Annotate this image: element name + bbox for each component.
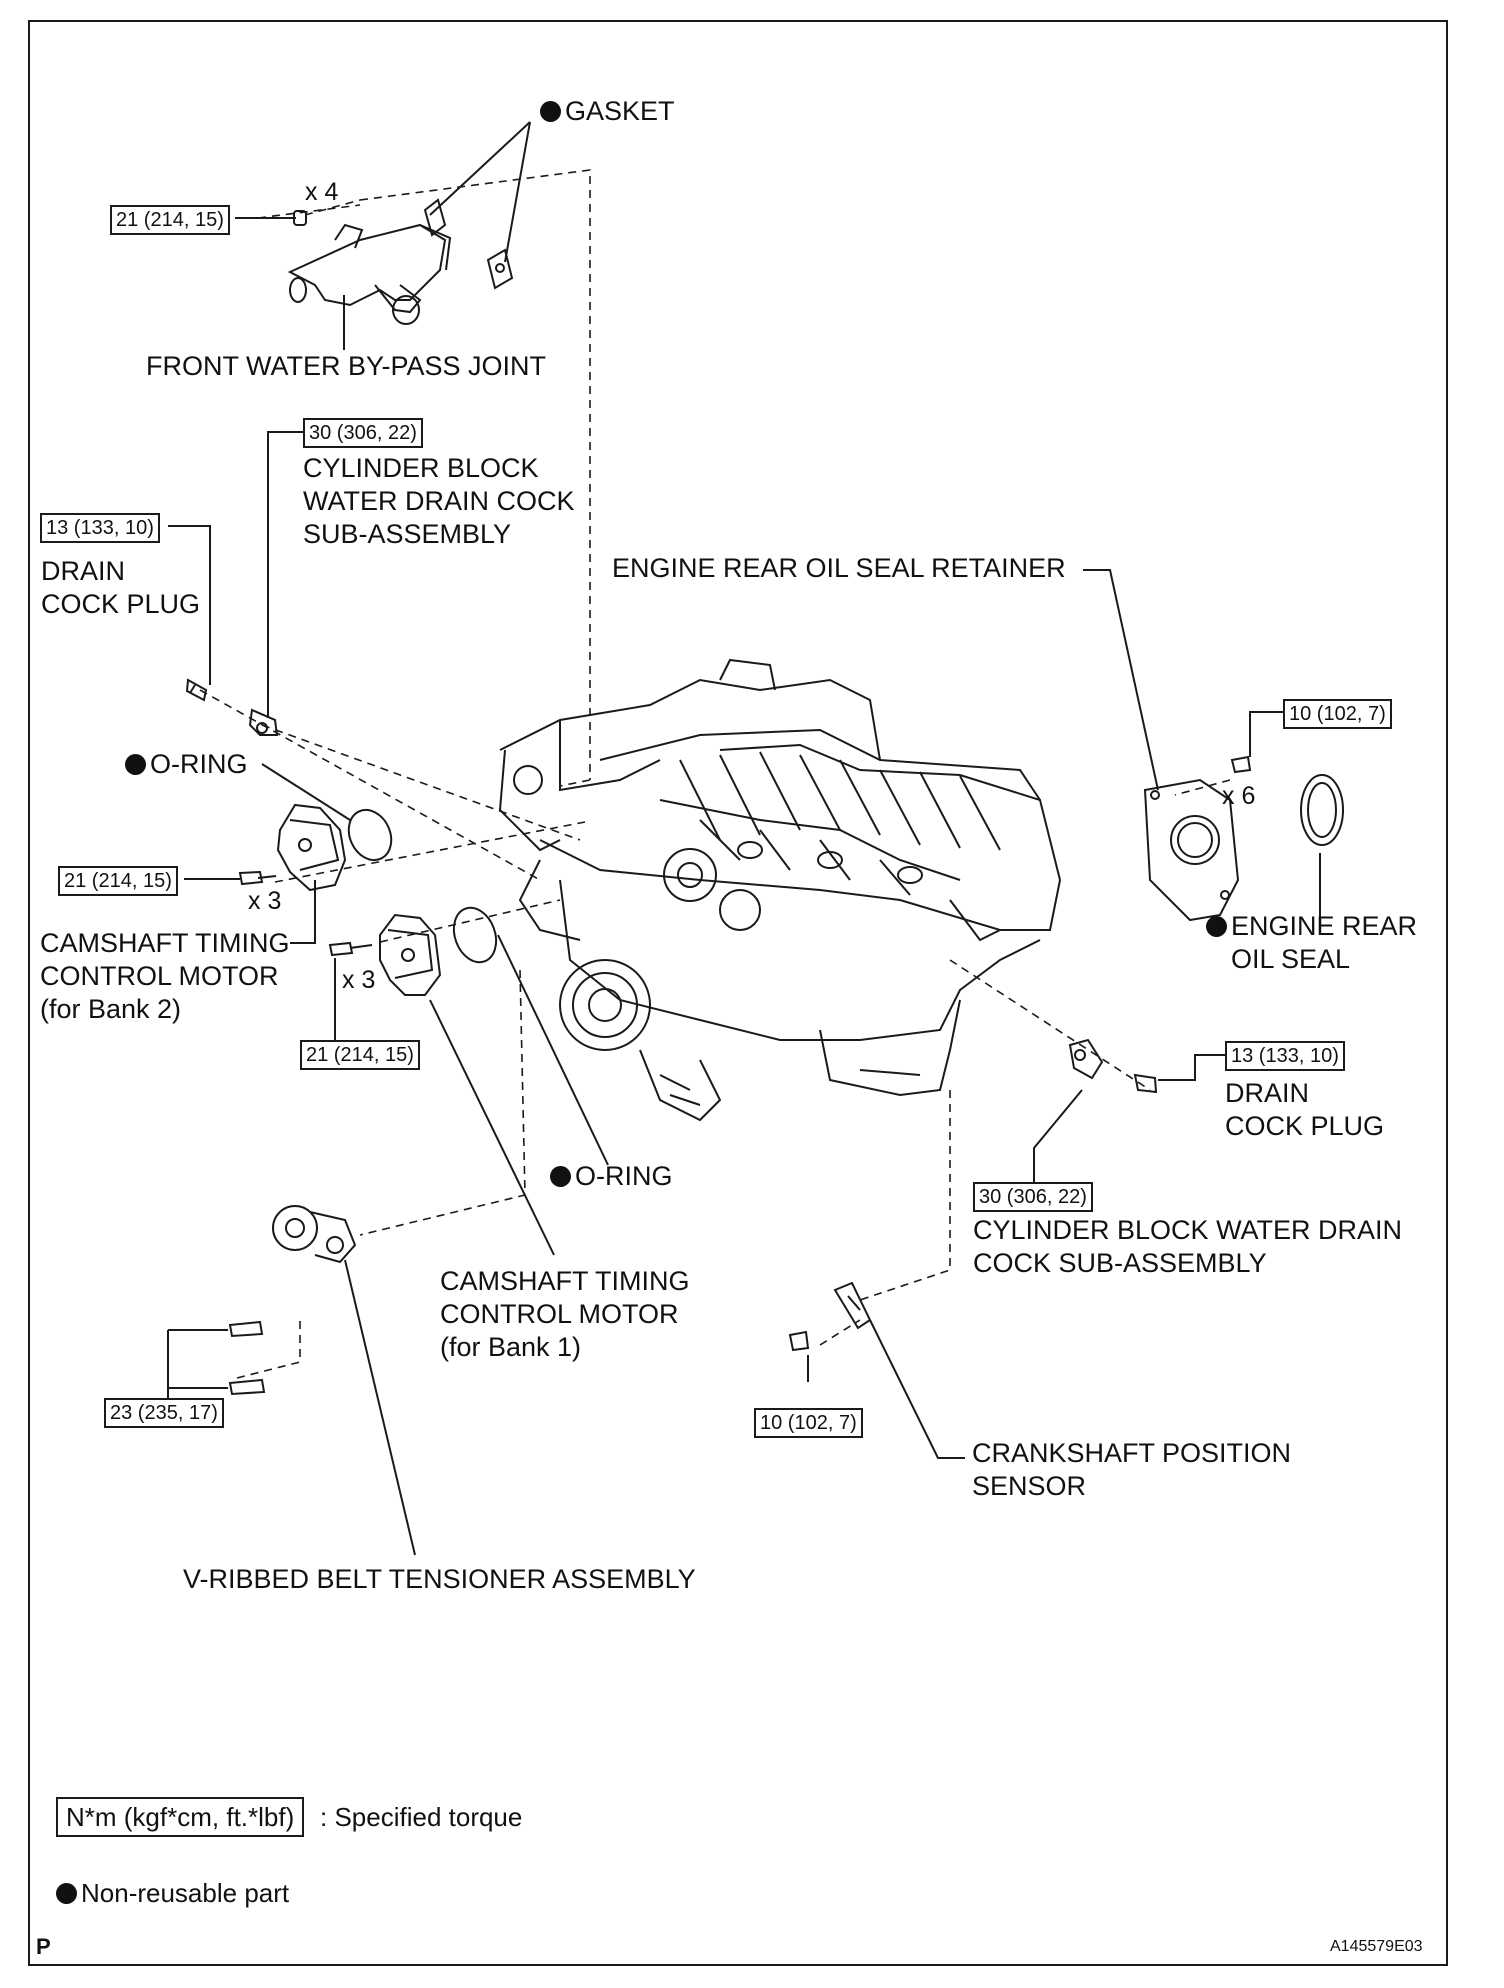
legend-torque-box: N*m (kgf*cm, ft.*lbf): [56, 1797, 305, 1837]
camshaft-motor-bank1: [328, 906, 498, 996]
torque-box-drain-plug-left: 13 (133, 10): [40, 513, 160, 543]
figure-id: A145579E03: [1330, 1938, 1423, 1955]
engine-block: [498, 658, 1061, 1122]
non-reusable-dot-icon: [1206, 916, 1227, 937]
v-ribbed-belt-tensioner-label: V-RIBBED BELT TENSIONER ASSEMBLY: [183, 1564, 696, 1594]
torque-box-tensioner: 23 (235, 17): [104, 1398, 224, 1428]
torque-box-drain-cock-top: 30 (306, 22): [303, 418, 423, 448]
drain-cock-plug-label-right: DRAIN COCK PLUG: [1225, 1078, 1385, 1141]
non-reusable-dot-icon: [125, 754, 146, 775]
drain-cock-plug-label-left: DRAIN COCK PLUG: [41, 556, 201, 619]
gasket-label: GASKET: [540, 95, 675, 128]
corner-mark: P: [36, 1934, 51, 1959]
engine-rear-oil-seal-retainer-label: ENGINE REAR OIL SEAL RETAINER: [612, 553, 1066, 583]
drain-cock-right-parts: [1068, 1038, 1158, 1094]
cylinder-block-drain-cock-label-right: CYLINDER BLOCK WATER DRAIN COCK SUB-ASSE…: [973, 1215, 1403, 1278]
camshaft-timing-control-motor-bank1-label: CAMSHAFT TIMING CONTROL MOTOR (for Bank …: [440, 1266, 690, 1362]
torque-box-rear-retainer: 10 (102, 7): [1283, 699, 1392, 729]
front-water-bypass-joint-label: FRONT WATER BY-PASS JOINT: [146, 351, 547, 381]
o-ring-label-upper: O-RING: [125, 748, 248, 781]
rear-oil-seal-retainer: [1143, 755, 1252, 922]
legend-non-reusable: Non-reusable part: [56, 1875, 289, 1911]
camshaft-motor-bank2: [238, 803, 393, 892]
torque-box-bank1-motor: 21 (214, 15): [300, 1040, 420, 1070]
qty-bank1-bolts: x 3: [342, 966, 376, 994]
engine-rear-oil-seal-label: ENGINE REAR OIL SEAL: [1206, 910, 1417, 976]
front-water-bypass-joint: [287, 198, 514, 325]
camshaft-timing-control-motor-bank2-label: CAMSHAFT TIMING CONTROL MOTOR (for Bank …: [40, 928, 290, 1024]
drain-cock-left-parts: [185, 678, 279, 736]
o-ring-label-lower: O-RING: [550, 1160, 673, 1193]
torque-box-drain-plug-right: 13 (133, 10): [1225, 1041, 1345, 1071]
legend-torque-description: : Specified torque: [320, 1802, 523, 1832]
torque-box-bank2-motor: 21 (214, 15): [58, 866, 178, 896]
torque-box-bypass-joint: 21 (214, 15): [110, 205, 230, 235]
leader-lines: [167, 121, 1321, 1556]
crankshaft-position-sensor: [788, 1281, 872, 1352]
crankshaft-position-sensor-label: CRANKSHAFT POSITION SENSOR: [972, 1438, 1292, 1501]
qty-bypass-nuts: x 4: [305, 178, 339, 206]
qty-retainer-bolts: x 6: [1222, 782, 1256, 810]
torque-box-crank-sensor: 10 (102, 7): [754, 1408, 863, 1438]
non-reusable-dot-icon: [540, 101, 561, 122]
diagram-frame: [28, 20, 1448, 1966]
cylinder-block-drain-cock-label-top: CYLINDER BLOCK WATER DRAIN COCK SUB-ASSE…: [303, 453, 575, 549]
non-reusable-dot-icon: [550, 1166, 571, 1187]
qty-bank2-bolts: x 3: [248, 887, 282, 915]
engine-rear-oil-seal: [1300, 774, 1344, 846]
v-ribbed-belt-tensioner: [228, 1205, 357, 1396]
non-reusable-dot-icon: [56, 1883, 77, 1904]
alignment-lines: [199, 169, 1231, 1379]
torque-box-drain-cock-right: 30 (306, 22): [973, 1182, 1093, 1212]
